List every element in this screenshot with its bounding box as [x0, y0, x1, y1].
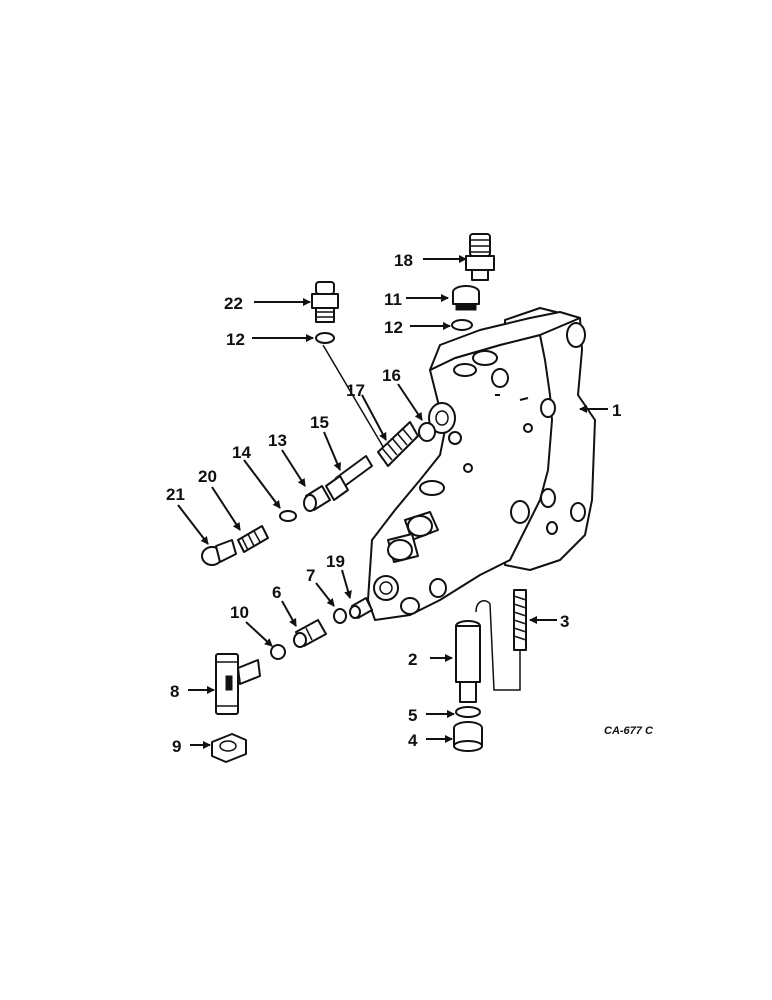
- part-3-spring: [513, 589, 527, 651]
- callout-13: 13: [268, 431, 287, 450]
- callout-7: 7: [306, 566, 315, 585]
- part-20-spring: [237, 525, 269, 553]
- part-22-fitting: [311, 281, 339, 323]
- part-7-oring: [333, 608, 347, 624]
- callout-6: 6: [272, 583, 281, 602]
- part-12-oring-upper: [451, 319, 473, 331]
- callout-8: 8: [170, 682, 179, 701]
- part-17-spring: [377, 421, 419, 467]
- drawing-code: CA-677 C: [604, 725, 654, 737]
- part-14-pin: [279, 510, 297, 522]
- part-12-oring-left: [315, 332, 335, 344]
- callout-15: 15: [310, 413, 329, 432]
- callout-22: 22: [224, 294, 243, 313]
- callout-2: 2: [408, 650, 417, 669]
- part-15-plunger: [325, 455, 373, 501]
- callout-19: 19: [326, 552, 345, 571]
- callout-12-left: 12: [226, 330, 245, 349]
- part-4-plug: [453, 721, 483, 752]
- part-11-plug: [452, 285, 480, 311]
- part-6-spool: [293, 619, 327, 648]
- callout-9: 9: [172, 737, 181, 756]
- callout-1: 1: [612, 401, 621, 420]
- callout-12-right: 12: [384, 318, 403, 337]
- part-18-fitting: [465, 233, 495, 281]
- leader-lines: [177, 255, 608, 749]
- callout-3: 3: [560, 612, 569, 631]
- part-2-relief-valve: [455, 599, 521, 703]
- part-13-cap: [303, 485, 331, 512]
- part-16-oring: [418, 422, 436, 442]
- callout-11: 11: [384, 290, 402, 309]
- callout-20: 20: [198, 467, 217, 486]
- callout-21: 21: [166, 485, 185, 504]
- callout-17: 17: [346, 381, 365, 400]
- callout-18: 18: [394, 251, 413, 270]
- callout-14: 14: [232, 443, 251, 462]
- part-21-plug: [201, 539, 237, 566]
- part-10-oring: [270, 644, 286, 660]
- callout-16: 16: [382, 366, 401, 385]
- valve-housing: [367, 307, 596, 621]
- part-19-fitting: [349, 597, 373, 619]
- callout-10: 10: [230, 603, 249, 622]
- callout-5: 5: [408, 706, 417, 725]
- callout-4: 4: [408, 731, 418, 750]
- part-5-oring: [455, 706, 481, 718]
- assembly-path-line: [322, 344, 386, 451]
- part-8-tee-fitting: [215, 653, 261, 715]
- part-9-nut: [211, 733, 247, 763]
- callout-labels: 1 2 3 4 5 6 7 8 9 10 11 12 12 13 14 15 1…: [166, 251, 654, 756]
